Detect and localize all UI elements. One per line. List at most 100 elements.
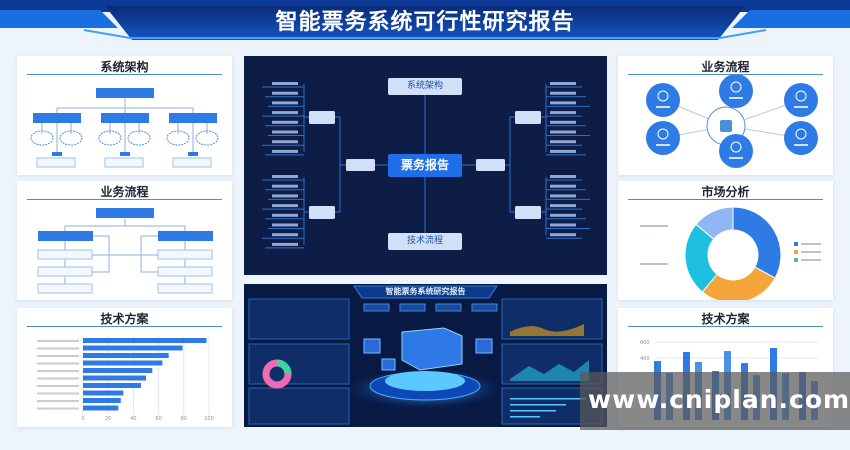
card-title: 业务流程 (701, 60, 750, 74)
title-banner (0, 0, 850, 40)
leaf-label-placeholder (550, 82, 576, 85)
leaf-label-placeholder (272, 82, 298, 85)
leaf-label-placeholder (272, 242, 298, 246)
node-label-placeholder (794, 106, 808, 108)
node-label-placeholder (656, 144, 670, 146)
dashboard-illustration (248, 285, 603, 425)
node-label-placeholder (794, 144, 808, 146)
node-label-placeholder (656, 106, 670, 108)
search-icon (795, 128, 807, 140)
mindmap-branch-node (346, 159, 375, 171)
leaf-label-placeholder (272, 111, 298, 115)
leaf-label-placeholder (272, 194, 298, 198)
bar (83, 360, 163, 366)
leaf-label-placeholder (550, 101, 576, 105)
connector (541, 177, 547, 236)
bar (83, 383, 141, 388)
x-tick-label: 80 (181, 416, 187, 422)
connector (303, 84, 309, 152)
leaf-label-placeholder (550, 140, 576, 144)
mindmap-top-node: 系统架构 (388, 78, 462, 95)
bar-label-placeholder (37, 362, 79, 365)
leaf-label-placeholder (550, 149, 576, 153)
process-node (646, 83, 680, 117)
leaf-label-placeholder (272, 204, 298, 208)
y-tick-label: 400 (640, 356, 650, 362)
leaf-label-placeholder (272, 130, 298, 134)
y-tick-label: 600 (640, 340, 650, 346)
process-node (784, 121, 818, 155)
callout-label-placeholder (640, 225, 668, 227)
leaf-label-placeholder (550, 91, 576, 95)
bar-label-placeholder (37, 355, 79, 357)
legend-label-placeholder (801, 243, 821, 245)
legend-label-placeholder (801, 251, 821, 253)
card-title: 系统架构 (100, 60, 149, 74)
process-node (784, 83, 818, 117)
title-divider (27, 199, 222, 200)
leaf-label-placeholder (272, 149, 298, 153)
mindmap-branch-node (515, 111, 541, 124)
bar-label-placeholder (37, 400, 79, 402)
legend-swatch (794, 250, 798, 254)
hub-icon (720, 120, 732, 132)
bar-label-placeholder (37, 377, 79, 380)
title-divider (628, 199, 823, 200)
monitor-icon (730, 81, 742, 93)
leaf-label-placeholder (550, 233, 576, 237)
leaf-label-placeholder (272, 175, 298, 178)
title-divider (628, 74, 823, 75)
title-divider (27, 326, 222, 327)
plus-icon (795, 90, 807, 102)
business-process-hub-card: 业务流程 (618, 56, 833, 175)
market-analysis-card: 市场分析 (618, 181, 833, 300)
card-title: 市场分析 (701, 185, 750, 199)
x-tick-label: 100 (204, 416, 214, 422)
architecture-tree-diagram (30, 88, 219, 168)
x-tick-label: 40 (130, 416, 136, 422)
watermark-text: www.cniplan.com (588, 385, 850, 414)
system-architecture-card: 系统架构 (17, 56, 232, 175)
mindmap-branch-node (476, 159, 505, 171)
mindmap-root-node: 票务报告 (388, 154, 462, 177)
title-divider (628, 326, 823, 327)
bar (83, 338, 207, 343)
leaf-label-placeholder (272, 213, 298, 217)
x-tick-label: 20 (105, 416, 111, 422)
bar (83, 405, 119, 411)
node-label-placeholder (729, 97, 743, 99)
mindmap-panel: 系统架构 票务报告 技术流程 (244, 56, 607, 275)
donut-slice (695, 206, 734, 240)
minus-icon (657, 128, 669, 140)
leaf-label-placeholder (550, 184, 576, 188)
watermark: www.cniplan.com (580, 372, 850, 430)
bar-label-placeholder (37, 407, 79, 410)
leaf-label-placeholder (272, 140, 298, 144)
bar-label-placeholder (37, 370, 79, 372)
connector (303, 177, 309, 245)
mindmap-branch-node (309, 206, 335, 219)
bar (83, 390, 124, 396)
dashboard-title: 智能票务系统研究报告 (385, 287, 466, 296)
connector (541, 84, 547, 152)
bar-label-placeholder (37, 347, 79, 350)
leaf-label-placeholder (550, 120, 576, 124)
leaf-label-placeholder (272, 184, 298, 188)
bar-label-placeholder (37, 385, 79, 387)
leaf-label-placeholder (550, 223, 576, 227)
page-title: 智能票务系统可行性研究报告 (275, 10, 575, 35)
mindmap-branch-node (515, 206, 541, 219)
legend-swatch (794, 258, 798, 262)
leaf-label-placeholder (272, 223, 298, 227)
leaf-label-placeholder (550, 204, 576, 208)
process-node (719, 74, 753, 108)
leaf-label-placeholder (272, 233, 298, 237)
x-tick-label: 60 (155, 416, 161, 422)
x-tick-label: 0 (81, 416, 84, 422)
bar-label-placeholder (37, 340, 79, 342)
bar (83, 398, 121, 403)
node-label-placeholder (729, 157, 743, 159)
leaf-label-placeholder (272, 120, 298, 124)
mindmap-bottom-node: 技术流程 (388, 233, 462, 250)
